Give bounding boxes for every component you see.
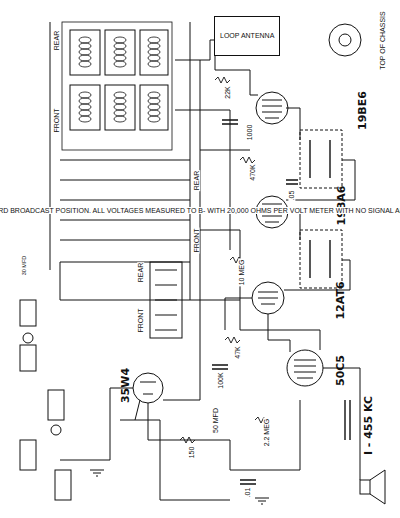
coil-turn: [79, 37, 91, 43]
coil-turn: [79, 116, 91, 122]
tube-symbols: [133, 92, 323, 403]
coil-pictogram: [20, 300, 71, 500]
frequency-note: I - 455 KC: [363, 394, 374, 455]
coil-turn: [79, 110, 91, 116]
coil-turn: [148, 98, 160, 104]
coil-turn: [114, 104, 126, 110]
tube-socket: [329, 24, 361, 56]
value-label: 47K: [234, 345, 241, 359]
coil-turn: [114, 43, 126, 49]
coil-turn: [148, 110, 160, 116]
tube-label: 50C5: [335, 353, 346, 386]
coil-turn: [148, 104, 160, 110]
value-label: .05: [288, 189, 295, 201]
output-transformer: [345, 400, 350, 440]
coil-turn: [148, 61, 160, 67]
value-label: 470K: [249, 163, 256, 181]
value-label: .01: [244, 486, 251, 498]
tube-label: 12AT6: [335, 280, 346, 320]
value-label: 22K: [224, 85, 231, 99]
switch-label: FRONT: [53, 107, 60, 133]
coil-turn: [148, 49, 160, 55]
speaker-symbol: [360, 470, 385, 504]
switch-label: FRONT: [137, 307, 144, 333]
coil-turn: [79, 92, 91, 98]
resistor-symbol: [180, 77, 270, 443]
coil-turn: [79, 104, 91, 110]
ground-symbol: [90, 470, 269, 504]
value-label: 150: [188, 445, 195, 459]
coil-turn: [148, 116, 160, 122]
note-text: 30 MFD: [21, 24, 28, 276]
band-switch: [150, 262, 182, 338]
switch-label: FRONT: [193, 227, 200, 253]
coil-turn: [79, 43, 91, 49]
tube-label: 35W4: [120, 366, 131, 403]
coil-turn: [114, 110, 126, 116]
switch-label: REAR: [193, 169, 200, 190]
switch-label: REAR: [53, 29, 60, 50]
coil-assembly: [50, 22, 250, 300]
value-label: 100K: [217, 371, 224, 389]
line-cord: [160, 470, 230, 500]
value-label: 50 MFD: [211, 407, 218, 434]
value-label: 2.2 MEG: [263, 417, 270, 447]
socket-label: TOP OF CHASSIS: [379, 10, 386, 70]
coil-turn: [114, 49, 126, 55]
tube-label: 19BE6: [356, 90, 367, 131]
switch-label: REAR: [137, 261, 144, 282]
value-label: 1000: [246, 123, 253, 141]
coil-turn: [114, 37, 126, 43]
coil-turn: [114, 55, 126, 61]
coil-turn: [79, 61, 91, 67]
coil-turn: [79, 49, 91, 55]
coil-turn: [148, 43, 160, 49]
coil-turn: [148, 92, 160, 98]
coil-turn: [148, 55, 160, 61]
value-label: 10 MEG: [238, 258, 245, 286]
coil-turn: [114, 61, 126, 67]
coil-windings: [79, 37, 160, 122]
capacitor-symbol: [212, 120, 298, 484]
coil-turn: [79, 55, 91, 61]
node-text: LOOP ANTENNA: [218, 30, 276, 42]
coil-turn: [79, 98, 91, 104]
wiring: [60, 40, 360, 480]
antenna-box: LOOP ANTENNA: [214, 16, 280, 56]
label: SWITCH SHOWN IN STANDARD BROADCAST POSIT…: [0, 207, 400, 214]
coil-turn: [114, 98, 126, 104]
coil-turn: [114, 92, 126, 98]
coil-turn: [114, 116, 126, 122]
tube-label: 19BA6: [336, 184, 347, 226]
coil-turn: [148, 37, 160, 43]
